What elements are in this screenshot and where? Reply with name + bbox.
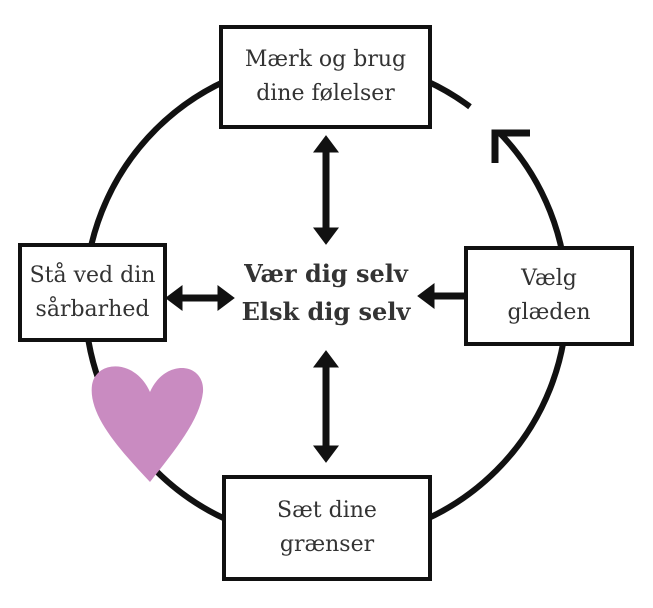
circle-gap xyxy=(465,95,512,137)
box-left-line2: sårbarhed xyxy=(35,296,150,322)
box-bottom-line2: grænser xyxy=(279,532,375,557)
box-bottom: Sæt dine grænser xyxy=(222,475,432,581)
center-line1: Vær dig selv xyxy=(244,259,408,288)
cycle-arrowhead-icon xyxy=(491,129,530,163)
box-top-line2: dine følelser xyxy=(256,81,395,106)
box-bottom-line1: Sæt dine xyxy=(277,498,377,523)
box-right: Vælg glæden xyxy=(464,246,634,346)
box-left-line1: Stå ved din xyxy=(29,262,156,288)
box-right-line2: glæden xyxy=(507,300,591,325)
center-text: Vær dig selv Elsk dig selv xyxy=(200,255,452,331)
center-line2: Elsk dig selv xyxy=(241,297,411,326)
box-top: Mærk og brug dine følelser xyxy=(219,25,432,129)
box-top-line1: Mærk og brug xyxy=(244,47,407,72)
box-left: Stå ved din sårbarhed xyxy=(18,243,167,342)
arrow-top-center xyxy=(313,135,339,245)
heart-icon xyxy=(91,366,204,482)
box-right-line1: Vælg xyxy=(521,266,577,291)
arrow-left-center xyxy=(165,285,235,311)
arrow-bottom-center xyxy=(313,350,339,463)
